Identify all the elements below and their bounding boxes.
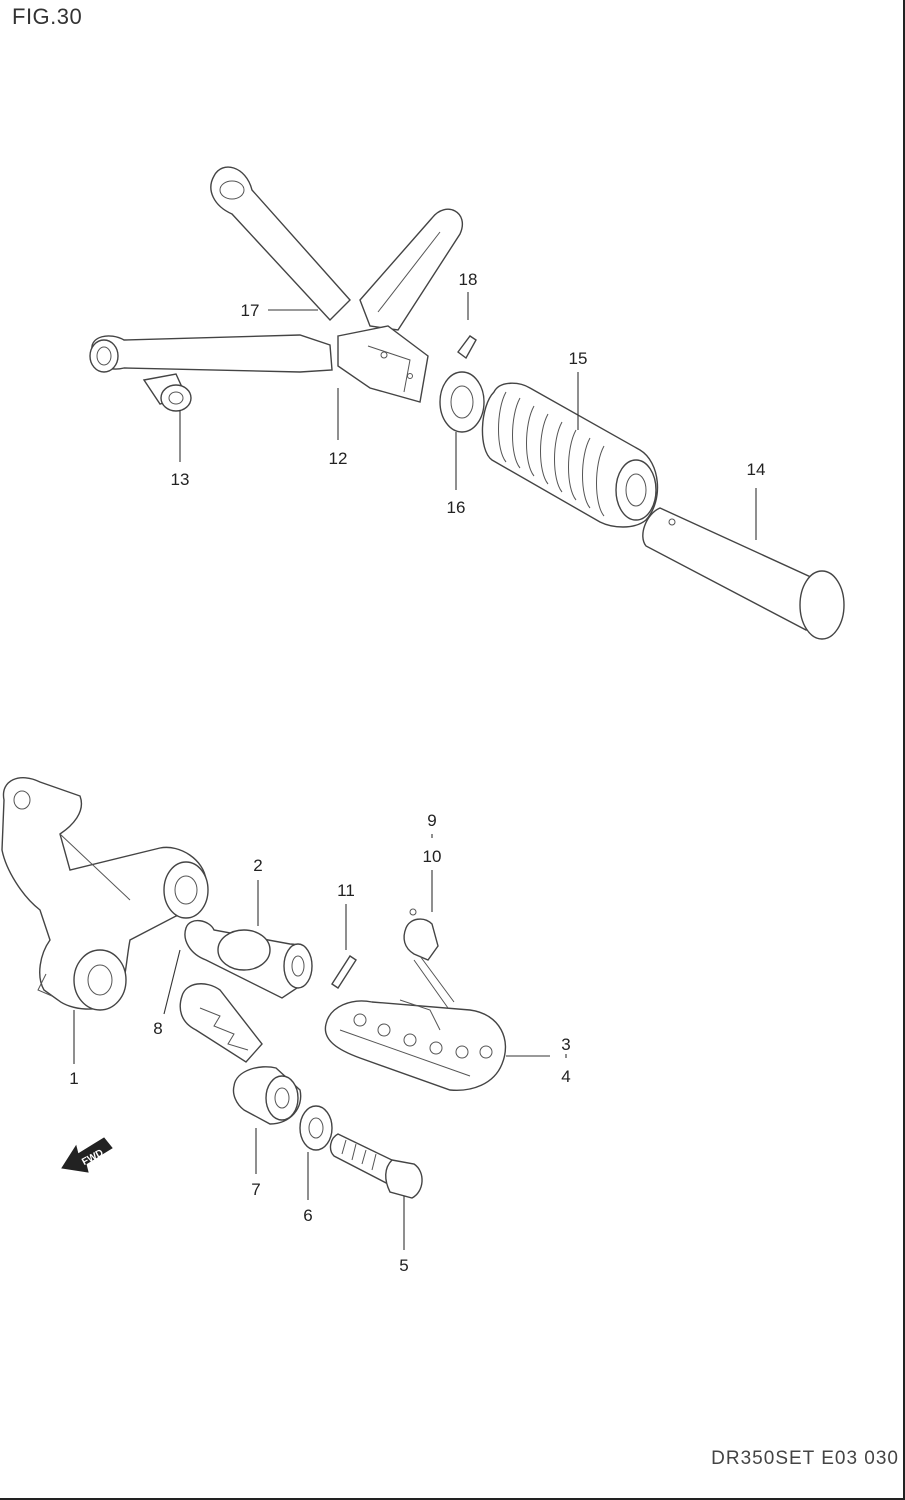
- bolt-5: [329, 1133, 423, 1199]
- footrest-pin-14: [642, 507, 845, 640]
- upper-leaders: [179, 292, 757, 540]
- callout-10: 10: [423, 847, 442, 866]
- callout-3: 3: [561, 1035, 570, 1054]
- footrest-peg-3-4: [324, 908, 507, 1091]
- cotter-pin-11: [331, 955, 357, 989]
- callout-11: 11: [337, 881, 355, 900]
- callout-17: 17: [241, 301, 260, 320]
- callout-14: 14: [747, 460, 766, 479]
- callout-8: 8: [153, 1019, 162, 1038]
- clip-18: [457, 335, 477, 360]
- footrest-bracket-1: [1, 777, 209, 1011]
- callout-5: 5: [399, 1256, 408, 1275]
- callout-16: 16: [447, 498, 466, 517]
- callout-6: 6: [303, 1206, 312, 1225]
- rear-footrest-bracket: [89, 166, 463, 412]
- callout-13: 13: [171, 470, 190, 489]
- collar-7: [232, 1066, 302, 1125]
- diagram-code: DR350SET E03 030: [711, 1448, 899, 1469]
- washer-16: [439, 371, 485, 433]
- callout-4: 4: [561, 1067, 570, 1086]
- callout-7: 7: [251, 1180, 260, 1199]
- figure-title: FIG.30: [12, 4, 83, 29]
- callout-9: 9: [427, 811, 436, 830]
- callout-12: 12: [329, 449, 348, 468]
- callout-15: 15: [569, 349, 588, 368]
- spring-8: [179, 983, 263, 1063]
- lower-leaders: [73, 834, 567, 1250]
- callout-18: 18: [459, 270, 478, 289]
- footrest-rubber-15: [481, 382, 659, 528]
- pivot-shaft-2: [184, 920, 313, 999]
- callout-1: 1: [69, 1069, 78, 1088]
- fwd-arrow-icon: FWD: [61, 1137, 113, 1173]
- washer-6: [299, 1105, 333, 1151]
- callout-2: 2: [253, 856, 262, 875]
